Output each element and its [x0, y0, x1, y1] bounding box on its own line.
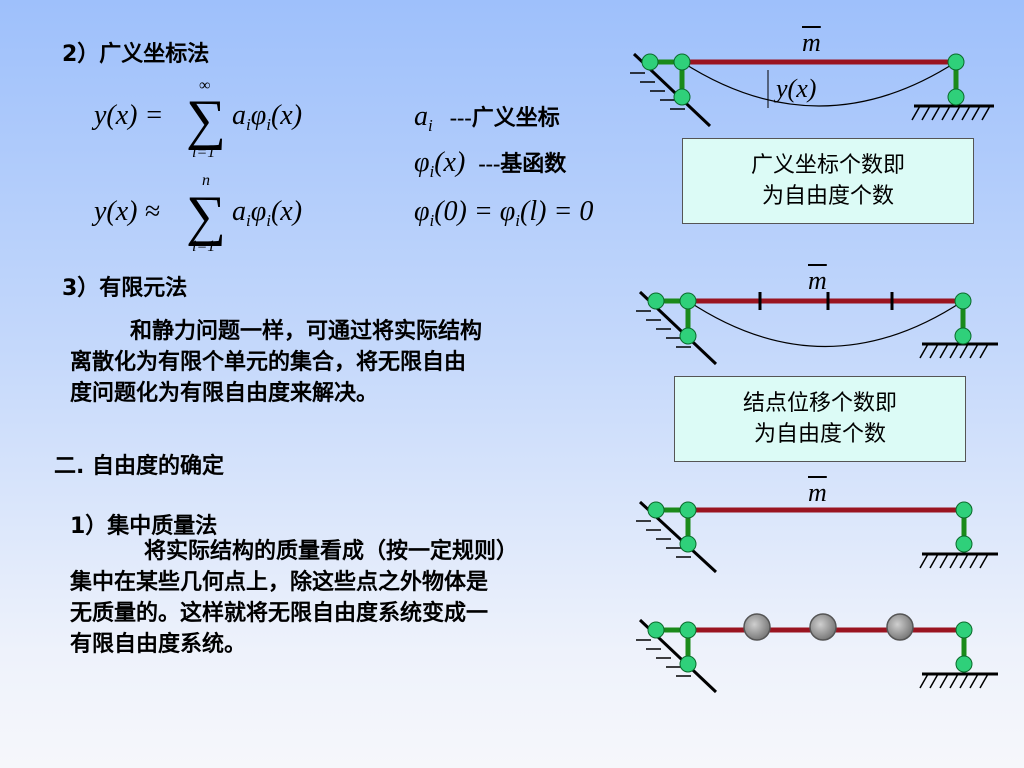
diagram-finite-element-beam [636, 290, 998, 366]
deflection-curve [681, 61, 957, 107]
diagram-lumped-mass-beam [636, 613, 998, 694]
box2-line2: 为自由度个数 [753, 422, 886, 447]
formula2-phi: φ [250, 196, 267, 227]
lumped-mass-3 [886, 613, 914, 641]
formula1-rhs: aiφi(x) [232, 100, 303, 134]
box2-line1: 结点位移个数即 [742, 391, 897, 416]
paragraph-fem: 和静力问题一样，可通过将实际结构 离散化为有限个单元的集合，将无限自由 度问题化… [70, 316, 610, 409]
joint-icons [647, 621, 973, 673]
formula1-sigma-icon: ∑ [186, 89, 226, 151]
def1-sub: i [428, 116, 433, 135]
lumped-mass-1 [743, 613, 771, 641]
formula-approx-lhs: y(x) ≈ [94, 196, 160, 228]
def1-sym: a [414, 101, 428, 132]
box1-line2: 为自由度个数 [761, 184, 894, 209]
formula2-rhs: aiφi(x) [232, 196, 303, 230]
formula-series-lhs: y(x) = [94, 100, 163, 132]
diagram2-mass-label: m [808, 266, 827, 295]
formula2-arg: (x) [270, 196, 303, 227]
paragraph-lumped: 将实际结构的质量看成（按一定规则） 集中在某些几何点上，除这些点之外物体是 无质… [70, 536, 630, 660]
lumped-mass-icons [743, 613, 914, 641]
formula1-a: a [232, 100, 246, 131]
formula2-sum-bottom: i=1 [192, 238, 216, 255]
right-pinned-support-icon [919, 552, 998, 569]
right-pinned-support-icon [919, 672, 998, 689]
box1-line1: 广义坐标个数即 [750, 153, 905, 178]
formula2-lhs: y(x) ≈ [94, 196, 160, 227]
formula2-sigma-icon: ∑ [186, 185, 226, 247]
paragraph-fem-line3: 度问题化为有限自由度来解决。 [70, 381, 379, 406]
formula1-sum-top: ∞ [199, 77, 211, 94]
def2-text: ---基函数 [478, 151, 567, 176]
diagram-distributed-mass-beam [636, 500, 998, 574]
formula2-sum-top: n [202, 172, 210, 189]
diagram1-deflection-label: y(x) [776, 74, 817, 103]
formula1-lhs: y(x) = [94, 100, 164, 131]
heading-finite-element: 3）有限元法 [62, 276, 188, 301]
def2-sub: i [429, 162, 435, 181]
deflection-curve [687, 300, 964, 348]
diagram1-mass-label: m [802, 28, 821, 57]
box-generalized-dof: 广义坐标个数即 为自由度个数 [682, 138, 974, 224]
paragraph-fem-line2: 离散化为有限个单元的集合，将无限自由 [70, 350, 467, 375]
formula1-phi-sub: i [266, 115, 271, 134]
paragraph-lumped-line1: 将实际结构的质量看成（按一定规则） [144, 539, 519, 564]
paragraph-lumped-line4: 有限自由度系统。 [70, 632, 247, 657]
boundary-condition: φi(0) = φi(l) = 0 [414, 196, 594, 230]
paragraph-lumped-line2: 集中在某些几何点上，除这些点之外物体是 [70, 570, 489, 595]
def2-arg: (x) [434, 147, 466, 178]
bc-phi2: φ [499, 196, 516, 227]
bc-sub2: i [515, 211, 521, 230]
diagram-continuous-beam [630, 52, 994, 128]
joint-icons [647, 501, 973, 553]
heading-lumped-mass: 1）集中质量法 [70, 514, 218, 539]
right-pinned-support-icon [919, 342, 998, 359]
element-node-marks [758, 292, 894, 310]
joint-icons [647, 292, 972, 345]
formula1-arg: (x) [270, 100, 303, 131]
box-node-displacement-dof: 结点位移个数即 为自由度个数 [674, 376, 966, 462]
def-basis-function: φi(x) ---基函数 [414, 146, 567, 181]
joint-icons [641, 53, 965, 106]
lumped-mass-2 [809, 613, 837, 641]
heading-generalized-coordinates: 2）广义坐标法 [62, 42, 210, 67]
def2-sym: φ [414, 147, 430, 178]
formula2-phi-sub: i [266, 211, 271, 230]
def-generalized-coordinate: ai ---广义坐标 [414, 100, 560, 135]
bc-right: (l) = 0 [520, 196, 594, 227]
heading-dof-determination: 二. 自由度的确定 [54, 454, 225, 479]
bc-phi: φ [414, 196, 430, 227]
formula1-a-sub: i [246, 115, 251, 134]
bc-left: (0) = [434, 196, 493, 227]
paragraph-lumped-line3: 无质量的。这样就将无限自由度系统变成一 [70, 601, 489, 626]
def1-text: ---广义坐标 [449, 105, 560, 130]
diagram3-mass-label: m [808, 478, 827, 507]
bc-sub: i [429, 211, 435, 230]
formula1-sum-bottom: i=1 [192, 144, 216, 161]
paragraph-fem-line1: 和静力问题一样，可通过将实际结构 [130, 319, 483, 344]
formula2-a-sub: i [246, 211, 251, 230]
formula2-a: a [232, 196, 246, 227]
right-pinned-support-icon [911, 104, 994, 121]
formula1-phi: φ [250, 100, 267, 131]
